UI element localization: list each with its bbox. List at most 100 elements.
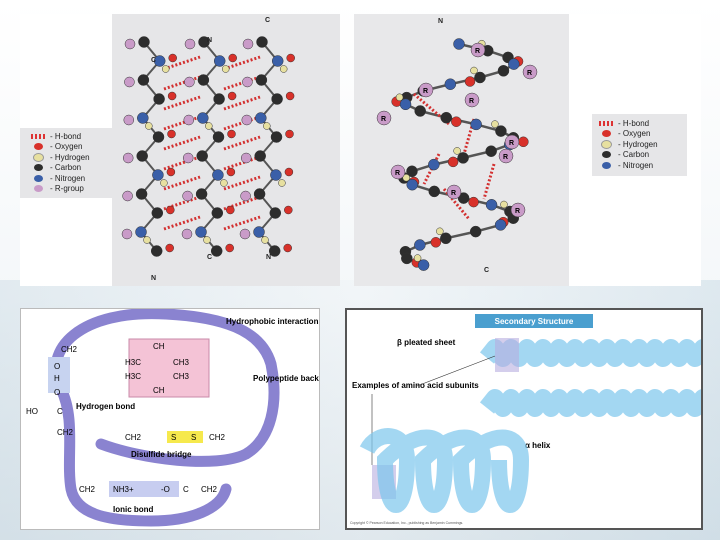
legend-nitrogen: - Nitrogen	[50, 174, 85, 183]
chem-label: C	[57, 407, 63, 416]
nitrogen-atom	[214, 56, 225, 67]
nitrogen-atom	[407, 179, 418, 190]
carbon-atom	[486, 146, 497, 157]
oxygen-atom	[465, 77, 475, 87]
r-group-atom	[184, 77, 194, 87]
hydrogen-atom	[160, 180, 167, 187]
r-group-label: R	[423, 88, 428, 95]
r-group-atom	[123, 153, 133, 163]
chem-label: NH3+	[113, 485, 134, 494]
chem-label: CH3	[173, 358, 190, 367]
nitrogen-atom	[212, 170, 223, 181]
carbon-atom	[254, 189, 265, 200]
carbon-atom	[198, 75, 209, 86]
carbon-atom	[136, 189, 147, 200]
carbon-atom	[137, 151, 148, 162]
legend-carbon: - Carbon	[618, 150, 649, 159]
r-group-atom	[124, 77, 134, 87]
r-group-atom	[243, 39, 253, 49]
carbon-atom	[440, 233, 451, 244]
nitrogen-atom	[471, 119, 482, 130]
hydrogen-atom	[436, 228, 443, 235]
carbon-atom	[139, 37, 150, 48]
carbon-atom	[152, 208, 163, 219]
hydrophobic-region	[129, 339, 209, 397]
chem-label: CH2	[201, 485, 218, 494]
hydrogen-atom	[220, 180, 227, 187]
carbon-atom	[498, 65, 509, 76]
strand-end-label: C	[265, 17, 270, 24]
alpha-helix-ribbon	[367, 436, 521, 505]
h-bond	[164, 117, 200, 129]
nitrogen-atom	[508, 59, 519, 70]
backbone-label: Polypeptide backbone	[253, 374, 320, 383]
beta-sheet-model-panel: - H-bond - Oxygen - Hydrogen - Carbon - …	[20, 14, 340, 286]
h-bond	[164, 217, 200, 229]
r-group-label: R	[503, 154, 508, 161]
hydrogen-atom	[491, 121, 498, 128]
legend-hydrogen: - Hydrogen	[50, 153, 90, 162]
carbon-atom	[474, 72, 485, 83]
nitrogen-atom	[270, 170, 281, 181]
nitrogen-atom	[428, 159, 439, 170]
oxygen-atom	[166, 244, 174, 252]
chem-label: CH2	[79, 485, 96, 494]
r-group-atom	[125, 39, 135, 49]
nitrogen-atom	[272, 56, 283, 67]
oxygen-atom	[284, 244, 292, 252]
oxygen-atom	[287, 54, 295, 62]
chem-label: O	[54, 388, 60, 397]
r-group-atom	[123, 191, 133, 201]
hydrogen-bond-label: Hydrogen bond	[76, 402, 135, 411]
legend-nitrogen: - Nitrogen	[618, 161, 653, 170]
hydrogen-atom	[144, 237, 151, 244]
oxygen-atom	[286, 130, 294, 138]
r-group-atom	[242, 77, 252, 87]
r-group-atom	[124, 115, 134, 125]
chem-label: CH2	[209, 433, 226, 442]
hydrogen-atom	[262, 237, 269, 244]
r-group-label: R	[451, 190, 456, 197]
h-bond	[224, 77, 260, 89]
legend-hbond: - H-bond	[618, 119, 649, 128]
carbon-atom	[196, 189, 207, 200]
hydrogen-atom	[454, 147, 461, 154]
oxygen-atom	[448, 157, 458, 167]
hydrogen-atom	[500, 201, 507, 208]
oxygen-atom	[431, 237, 441, 247]
carbon-atom	[401, 253, 412, 264]
carbon-atom	[458, 152, 469, 163]
r-group-label: R	[475, 48, 480, 55]
carbon-atom	[270, 208, 281, 219]
oxygen-atom	[518, 137, 528, 147]
oxygen-atom	[169, 54, 177, 62]
h-bond	[224, 177, 260, 189]
chem-label: S	[171, 433, 176, 442]
chem-label: H3C	[125, 358, 141, 367]
r-group-atom	[122, 229, 132, 239]
r-group-label: R	[395, 170, 400, 177]
legend-oxygen: - Oxygen	[618, 129, 650, 138]
legend: - H-bond - Oxygen - Hydrogen - Carbon - …	[592, 114, 687, 176]
chem-label: O	[54, 362, 60, 371]
chem-label: CH	[153, 342, 165, 351]
carbon-atom	[255, 151, 266, 162]
r-group-label: R	[469, 98, 474, 105]
oxygen-atom	[285, 168, 293, 176]
carbon-atom	[441, 112, 452, 123]
strand-end-label: N	[266, 254, 271, 261]
r-group-atom	[185, 39, 195, 49]
disulfide-label: Disulfide bridge	[131, 450, 192, 459]
chem-label: CH2	[61, 345, 78, 354]
hydrogen-atom	[414, 255, 421, 262]
strand-end-label: N	[151, 275, 156, 282]
nitrogen-atom	[255, 113, 266, 124]
beta-sheet-molecule	[112, 14, 340, 286]
oxygen-atom	[469, 197, 479, 207]
oxygen-atom	[228, 92, 236, 100]
carbon-atom	[415, 106, 426, 117]
r-group-atom	[183, 153, 193, 163]
carbon-atom	[271, 132, 282, 143]
beta-strand-ribbon	[487, 348, 701, 358]
carbon-atom	[257, 37, 268, 48]
